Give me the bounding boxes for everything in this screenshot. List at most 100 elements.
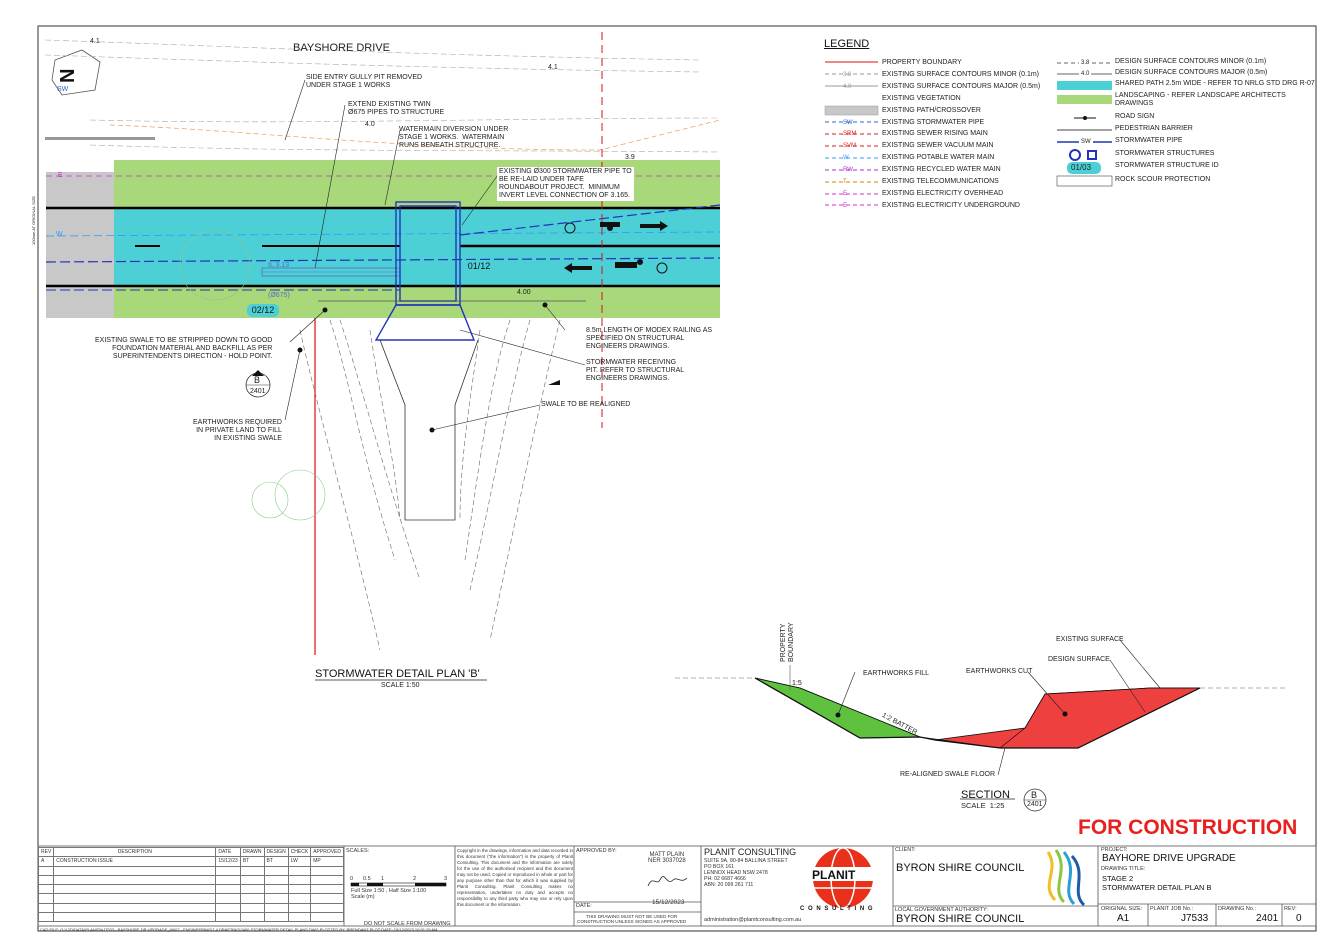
contour-label: 3.9 xyxy=(625,154,635,161)
legend-item-label: EXISTING ELECTRICITY OVERHEAD xyxy=(882,189,1004,197)
legend-symbol-text: 4.0 xyxy=(1079,69,1092,79)
design-cell: BT xyxy=(263,856,289,867)
rev-label: REV: xyxy=(1284,906,1297,912)
legend-symbol-text: 3.8 xyxy=(843,71,852,78)
scale-tick-4: 3 xyxy=(444,876,448,882)
swale-contours xyxy=(299,319,561,651)
scale-tick-0: 0 xyxy=(350,876,354,882)
side-note: 100mm AT ORIGINAL SIZE xyxy=(31,195,36,245)
legend-symbol-text: RW xyxy=(843,167,853,174)
lga-name: BYRON SHIRE COUNCIL xyxy=(896,913,1025,925)
design-header: DESIGN xyxy=(263,846,289,858)
pipe-label-dia: (Ø675) xyxy=(268,292,290,299)
description-header: DESCRIPTION xyxy=(53,846,217,858)
contour-label: 4.00 xyxy=(517,289,531,296)
contour-label: 4.0 xyxy=(365,121,375,128)
project-name: BAYHORE DRIVE UPGRADE xyxy=(1102,853,1236,864)
lga-label: LOCAL GOVERNMENT AUTHORITY: xyxy=(895,907,988,913)
date-cell: 15/12/23 xyxy=(215,856,241,867)
callout-stormwater-pipe: EXISTING Ø300 STORMWATER PIPE TO BE RE-L… xyxy=(497,167,634,201)
revision-table: REV DESCRIPTION DATE DRAWN DESIGN CHECK … xyxy=(37,846,344,923)
planit-logo-icon xyxy=(808,847,878,909)
street-name: BAYSHORE DRIVE xyxy=(293,42,390,54)
legend-item-label: EXISTING SEWER RISING MAIN xyxy=(882,130,988,138)
callout-modex-railing: 8.5m LENGTH OF MODEX RAILING AS SPECIFIE… xyxy=(586,327,713,350)
planit-logo-sub: C O N S U L T I N G xyxy=(800,906,874,912)
approved-cell: MP xyxy=(310,856,344,867)
legend-item-label: SHARED PATH 2.5m WIDE - REFER TO NRLG ST… xyxy=(1115,80,1315,87)
drawn-cell: BT xyxy=(239,856,265,867)
contour-label: 4.1 xyxy=(90,38,100,45)
section-marker-sheet: 2401 xyxy=(250,388,266,395)
approver-name: MATT PLAIN NER 3037028 xyxy=(648,852,686,864)
date-header: DATE xyxy=(215,846,241,858)
scale-tick-3: 2 xyxy=(413,876,417,882)
callout-swale-stripped: EXISTING SWALE TO BE STRIPPED DOWN TO GO… xyxy=(95,337,273,360)
section-label-floor: RE-ALIGNED SWALE FLOOR xyxy=(900,771,996,778)
legend-item-label: EXISTING RECYCLED WATER MAIN xyxy=(882,166,1001,174)
check-header: CHECK xyxy=(287,846,312,858)
legend-item-label: EXISTING ELECTRICITY UNDERGROUND xyxy=(882,201,1020,209)
legend-item-label: PEDESTRIAN BARRIER xyxy=(1115,125,1193,132)
existing-vegetation xyxy=(179,229,326,521)
legend-symbol-text: SRM xyxy=(843,131,857,138)
callout-receiving-pit: STORMWATER RECEIVING PIT. REFER TO STRUC… xyxy=(586,359,685,382)
legend-symbol-text: SW xyxy=(1079,137,1093,147)
callout-swale-realigned: SWALE TO BE REALIGNED xyxy=(541,401,631,408)
section-marker-letter: B xyxy=(254,375,261,385)
scale-tick-1: 0.5 xyxy=(363,876,371,882)
callout-gully-pit: SIDE ENTRY GULLY PIT REMOVED UNDER STAGE… xyxy=(306,74,423,89)
section-b-drawing xyxy=(675,639,1285,812)
company-address: SUITE 9A, 80-84 BALLINA STREET PO BOX 16… xyxy=(704,858,788,888)
not-signed-warning: THIS DRAWING MUST NOT BE USED FOR CONSTR… xyxy=(577,914,687,924)
legend-item-label: EXISTING SURFACE CONTOURS MINOR (0.1m) xyxy=(882,70,1039,78)
callout-earthworks-private: EARTHWORKS REQUIRED IN PRIVATE LAND TO F… xyxy=(193,419,282,442)
project-label: PROJECT: xyxy=(1101,847,1128,853)
legend-item-label: DESIGN SURFACE CONTOURS MINOR (0.1m) xyxy=(1115,58,1267,65)
plan-title: STORMWATER DETAIL PLAN 'B' xyxy=(315,668,480,680)
existing-kerb xyxy=(45,137,155,140)
legend-item-label: LANDSCAPING - REFER LANDSCAPE ARCHITECTS… xyxy=(1115,92,1286,107)
section-title: SECTION xyxy=(961,789,1010,801)
scale-tick-2: 1 xyxy=(381,876,385,882)
pipe-label-w: W xyxy=(56,231,63,238)
callout-twin-pipes: EXTEND EXISTING TWIN Ø675 PIPES TO STRUC… xyxy=(348,101,445,116)
scale-bar xyxy=(350,882,447,887)
legend-item-label: STORMWATER STRUCTURES xyxy=(1115,150,1215,157)
pipe-label-il: IL 3.13 xyxy=(268,262,290,269)
title-block-frame xyxy=(37,845,1317,927)
legend-item-label: EXISTING SEWER VACUUM MAIN xyxy=(882,142,994,150)
client-label: CLIENT: xyxy=(895,847,916,853)
legend-symbol-text: SW xyxy=(843,119,853,126)
section-label-fill: EARTHWORKS FILL xyxy=(863,670,929,677)
drawing-no-label: DRAWING No.: xyxy=(1218,906,1256,912)
section-label-existing: EXISTING SURFACE xyxy=(1056,636,1124,643)
legend-symbols xyxy=(824,61,1113,206)
section-sheet: 2401 xyxy=(1027,801,1043,808)
legend-symbol-text: 3.8 xyxy=(1079,58,1092,68)
telecom-line xyxy=(109,119,721,151)
approved-header: APPROVED xyxy=(310,846,344,858)
north-arrow-icon: N xyxy=(51,49,101,96)
drawn-header: DRAWN xyxy=(239,846,265,858)
approved-by-label: APPROVED BY: xyxy=(576,848,617,854)
section-label-slope: 1:5 xyxy=(792,680,802,687)
legend-symbol-text: 4.0 xyxy=(843,83,852,90)
structure-id-01-12: 01/12 xyxy=(463,260,495,273)
section-letter: B xyxy=(1031,790,1038,800)
legend-item-label: PROPERTY BOUNDARY xyxy=(882,59,962,66)
pipe-label-sw: SW xyxy=(57,86,69,93)
legend-symbol-text: E xyxy=(843,190,848,197)
drawing-title: STAGE 2 STORMWATER DETAIL PLAN B xyxy=(1102,874,1212,892)
svg-text:N: N xyxy=(57,69,79,83)
rev-number: 0 xyxy=(1296,913,1302,924)
do-not-scale: DO NOT SCALE FROM DRAWING xyxy=(364,921,451,927)
legend-structure-id: 01/03 xyxy=(1071,163,1092,172)
legend-item-label: ROCK SCOUR PROTECTION xyxy=(1115,176,1211,183)
original-size-label: ORIGINAL SIZE: xyxy=(1101,906,1143,912)
rev-header: REV xyxy=(37,846,55,858)
stormwater-pipe xyxy=(45,257,721,263)
original-size: A1 xyxy=(1117,913,1130,924)
pipe-label-e: E xyxy=(58,172,63,179)
